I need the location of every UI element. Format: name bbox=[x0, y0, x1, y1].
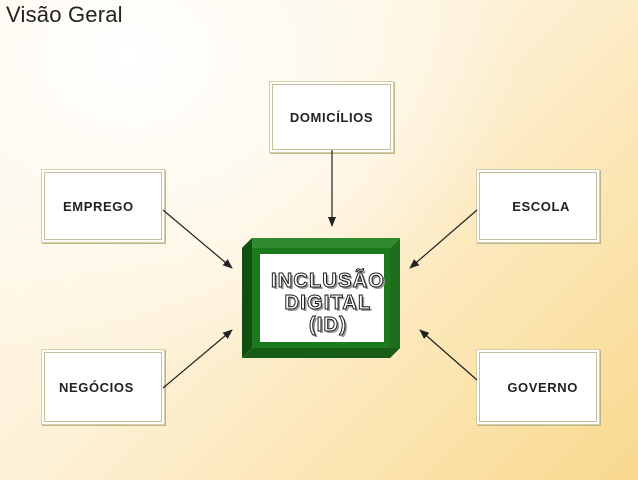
arrow-escola bbox=[409, 209, 478, 269]
center-line-3: (ID) bbox=[308, 314, 348, 337]
node-emprego: EMPREGO bbox=[44, 172, 162, 240]
node-escola: ESCOLA bbox=[479, 172, 597, 240]
arrow-emprego bbox=[162, 209, 233, 269]
center-line-1: INCLUSÃO bbox=[270, 270, 386, 293]
frame-top-bevel bbox=[242, 238, 400, 248]
node-domicilios: DOMICÍLIOS bbox=[272, 84, 391, 150]
center-node-label: INCLUSÃO DIGITAL (ID) bbox=[258, 270, 398, 337]
frame-left-bevel bbox=[242, 238, 252, 358]
arrow-governo bbox=[419, 329, 478, 381]
frame-bottom-bevel bbox=[242, 348, 400, 358]
center-node-frame bbox=[242, 238, 400, 358]
frame-right-bevel bbox=[390, 238, 400, 358]
slide-title: Visão Geral bbox=[6, 2, 123, 27]
frame-inner-panel bbox=[260, 254, 384, 342]
arrow-negocios bbox=[162, 329, 233, 389]
center-line-2: DIGITAL bbox=[284, 292, 372, 315]
node-governo: GOVERNO bbox=[479, 352, 597, 422]
node-negocios: NEGÓCIOS bbox=[44, 352, 162, 422]
